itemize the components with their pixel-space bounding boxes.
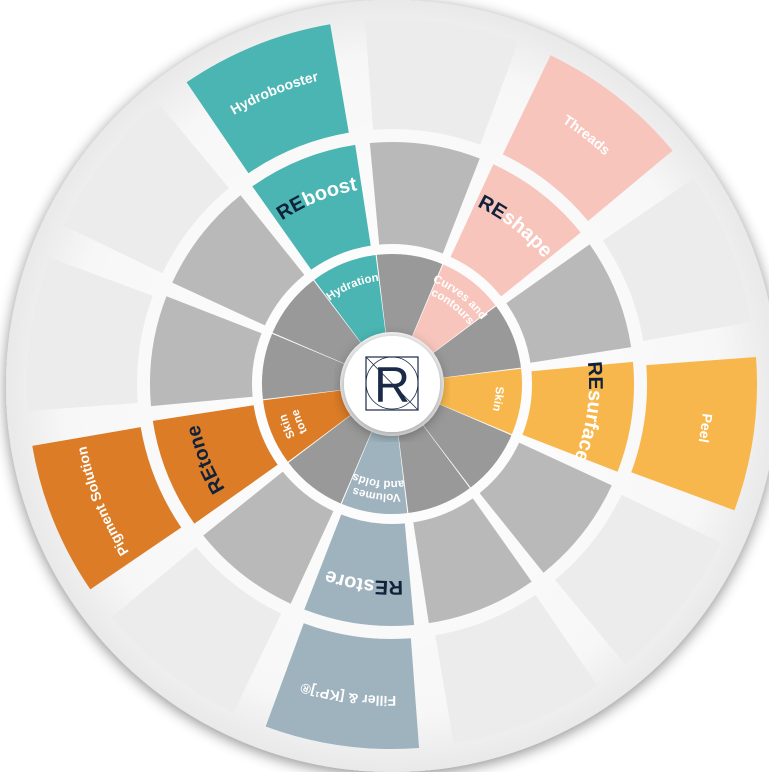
placeholder-inner-segment bbox=[433, 306, 521, 378]
placeholder-middle-segment bbox=[506, 244, 632, 363]
resurface-outer-segment[interactable] bbox=[631, 356, 757, 511]
placeholder-middle-segment bbox=[479, 442, 612, 573]
resurface-outer-label: Peel bbox=[696, 413, 716, 444]
placeholder-outer-segment bbox=[555, 494, 721, 665]
retone-outer-segment[interactable] bbox=[32, 427, 182, 590]
resurface-inner-label: Skin bbox=[490, 386, 505, 412]
placeholder-middle-segment bbox=[172, 195, 305, 326]
restore-inner-segment[interactable] bbox=[341, 431, 408, 514]
logo-arc bbox=[365, 356, 419, 410]
placeholder-inner-segment bbox=[376, 254, 443, 337]
placeholder-middle-segment bbox=[413, 498, 532, 624]
placeholder-outer-segment bbox=[435, 594, 598, 744]
resurface-title-prefix: RE bbox=[583, 361, 606, 390]
retone-inner-segment[interactable] bbox=[263, 390, 351, 462]
reboost-middle-segment[interactable] bbox=[252, 144, 371, 270]
placeholder-outer-segment bbox=[364, 18, 519, 145]
reshape-middle-segment[interactable] bbox=[450, 164, 581, 297]
resurface-middle-segment[interactable] bbox=[522, 361, 634, 472]
retone-middle-segment[interactable] bbox=[152, 405, 278, 524]
resurface-inner-segment[interactable] bbox=[439, 368, 522, 435]
placeholder-inner-segment bbox=[272, 280, 361, 364]
placeholder-middle-segment bbox=[203, 471, 334, 604]
logo-line bbox=[365, 356, 419, 411]
placeholder-outer-segment bbox=[63, 103, 229, 274]
placeholder-outer-segment bbox=[27, 257, 153, 412]
reshape-outer-segment[interactable] bbox=[502, 55, 673, 221]
restore-title-prefix: RE bbox=[374, 575, 403, 598]
reboost-outer-segment[interactable] bbox=[186, 24, 349, 174]
reboost-inner-segment[interactable] bbox=[314, 255, 386, 343]
placeholder-inner-segment bbox=[288, 415, 372, 504]
placeholder-middle-segment bbox=[369, 142, 480, 254]
center-logo[interactable]: R bbox=[344, 336, 440, 432]
placeholder-inner-segment bbox=[261, 333, 345, 400]
logo-letter: R bbox=[374, 357, 410, 413]
placeholder-outer-segment bbox=[602, 178, 752, 341]
restore-middle-segment[interactable] bbox=[304, 514, 415, 626]
restore-outer-segment[interactable] bbox=[265, 623, 420, 750]
placeholder-inner-segment bbox=[398, 425, 470, 513]
reshape-inner-segment[interactable] bbox=[412, 264, 496, 353]
placeholder-outer-segment bbox=[111, 547, 282, 713]
placeholder-inner-segment bbox=[423, 404, 512, 488]
placeholder-middle-segment bbox=[150, 296, 262, 407]
